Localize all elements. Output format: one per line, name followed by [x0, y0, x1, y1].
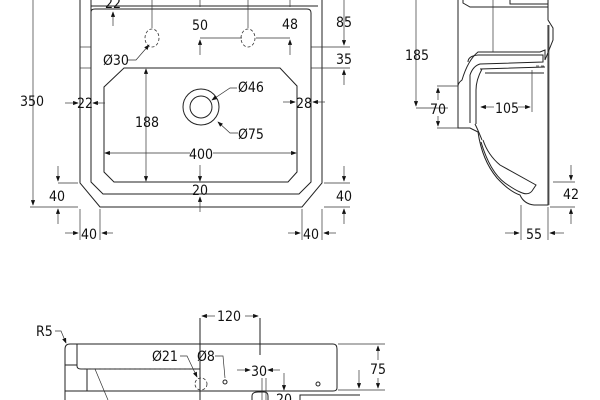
- dim-105: 105: [495, 101, 519, 117]
- dim-dia-30: Ø30: [103, 53, 129, 69]
- dim-dia-46: Ø46: [238, 80, 264, 96]
- side-bowl-inner: [467, 54, 544, 123]
- dim-400: 400: [189, 147, 213, 163]
- dim-50: 50: [192, 18, 208, 34]
- dim-48: 48: [282, 17, 298, 33]
- bottom-outline: [64, 343, 338, 400]
- dim-22-top: 22: [105, 0, 121, 12]
- hole-21: [194, 377, 208, 391]
- dim-70: 70: [430, 102, 446, 118]
- tap-hole-right: [240, 28, 256, 48]
- side-profile-outer: [457, 0, 554, 87]
- dim-dia-21: Ø21: [152, 349, 178, 365]
- dim-85: 85: [336, 15, 352, 31]
- bottom-view: R5 120 Ø21 Ø8 30 20 75: [36, 309, 386, 400]
- rim-outline: [90, 0, 312, 195]
- waste-outer-circle: [182, 88, 220, 126]
- dim-dia-8: Ø8: [197, 349, 215, 365]
- dim-r5: R5: [36, 324, 53, 340]
- dim-35: 35: [336, 52, 352, 68]
- dim-185: 185: [405, 48, 429, 64]
- dim-120: 120: [217, 309, 241, 325]
- dim-dia-75: Ø75: [238, 127, 264, 143]
- waste-inner-circle: [189, 95, 213, 119]
- hole-8: [222, 379, 228, 385]
- bowl-outline: [103, 67, 298, 183]
- dim-40-right-v: 40: [336, 189, 352, 205]
- dim-28-right: 28: [296, 96, 312, 112]
- dim-20-front: 20: [192, 183, 208, 199]
- tap-hole-left: [144, 28, 160, 48]
- dim-30: 30: [251, 364, 267, 380]
- top-view: 350 22 50 48 85 35 Ø30 Ø46 Ø75 22 28 188: [20, 0, 352, 243]
- dim-20-bottom: 20: [276, 392, 292, 400]
- side-view: 185 70 105 42 55: [405, 0, 579, 243]
- dim-188: 188: [135, 115, 159, 131]
- dim-55: 55: [526, 227, 542, 243]
- dim-350: 350: [20, 94, 44, 110]
- dim-40-right-h: 40: [303, 227, 319, 243]
- side-bowl-outer: [457, 25, 549, 206]
- dim-40-left-h: 40: [81, 227, 97, 243]
- dim-42: 42: [563, 187, 579, 203]
- dim-22-left: 22: [77, 96, 93, 112]
- basin-outline: [79, 0, 323, 208]
- dim-75: 75: [370, 362, 386, 378]
- dim-40-left-v: 40: [49, 189, 65, 205]
